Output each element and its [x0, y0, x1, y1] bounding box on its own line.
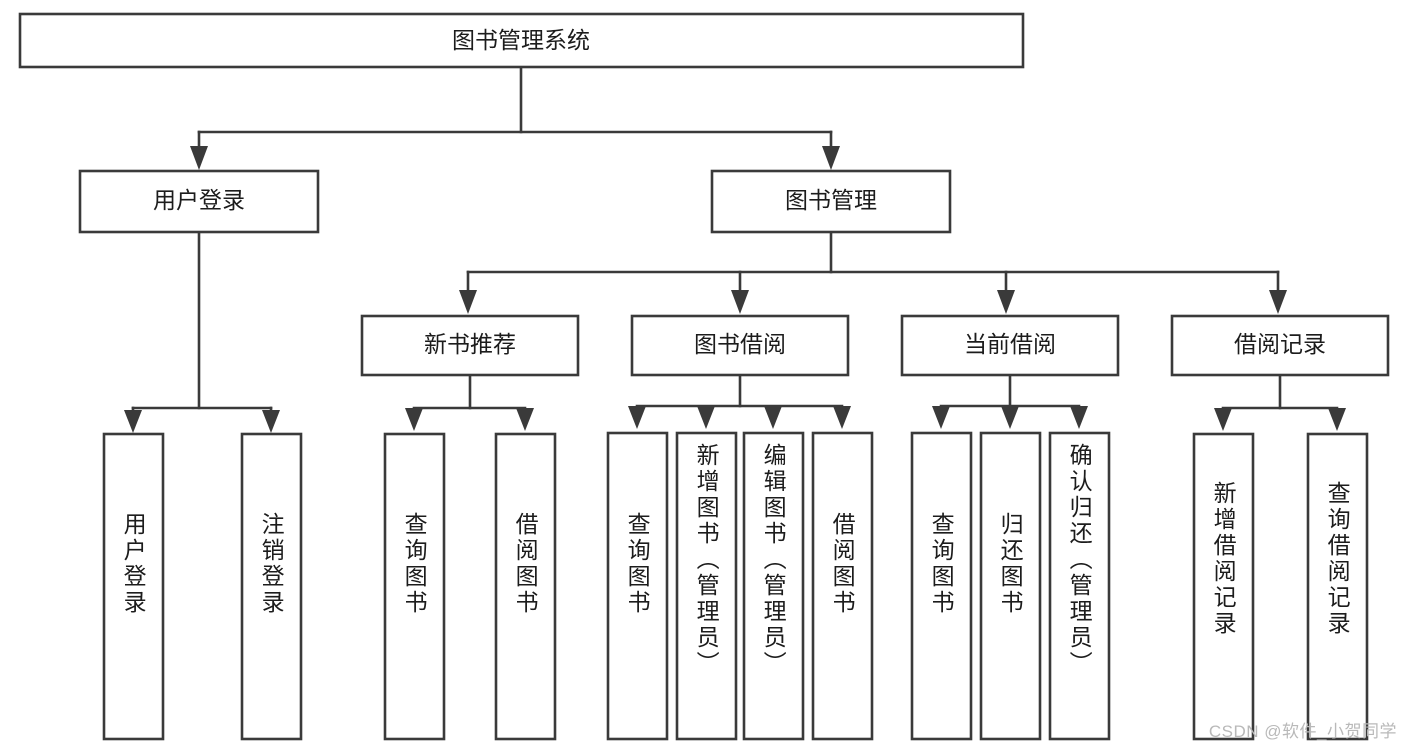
arrow-head-icon: [459, 290, 477, 314]
arrow-head-icon: [1070, 406, 1088, 429]
node-root-label: 图书管理系统: [452, 27, 590, 53]
node-leaf-return-book-box[interactable]: [979, 431, 1042, 741]
arrow-head-icon: [1269, 290, 1287, 314]
arrow-head-icon: [190, 146, 208, 170]
connector-group: [124, 65, 1346, 433]
arrow-head-icon: [997, 290, 1015, 314]
arrow-head-icon: [262, 410, 280, 433]
node-borrow-record-label: 借阅记录: [1234, 331, 1326, 357]
node-new-book-recommend-label: 新书推荐: [424, 331, 516, 357]
node-leaf-borrow-book-2-box[interactable]: [811, 431, 874, 741]
node-user-login[interactable]: 用户登录: [78, 169, 320, 234]
node-borrow-record-box[interactable]: [1170, 314, 1390, 377]
arrow-head-icon: [1214, 408, 1232, 431]
node-leaf-logout-box[interactable]: [240, 432, 303, 741]
node-root-box[interactable]: [18, 12, 1025, 69]
node-new-book-recommend[interactable]: 新书推荐: [360, 314, 580, 377]
arrow-head-icon: [697, 406, 715, 429]
node-book-borrow-label: 图书借阅: [694, 331, 786, 357]
arrow-head-icon: [764, 406, 782, 429]
node-user-login-box[interactable]: [78, 169, 320, 234]
node-book-borrow-box[interactable]: [630, 314, 850, 377]
arrow-head-icon: [516, 408, 534, 431]
arrow-head-icon: [731, 290, 749, 314]
arrow-head-icon: [932, 406, 950, 429]
node-current-borrow-label: 当前借阅: [964, 331, 1056, 357]
arrow-head-icon: [1328, 408, 1346, 431]
node-leaf-borrow-book-1-box[interactable]: [494, 432, 557, 741]
node-book-manage-box[interactable]: [710, 169, 952, 234]
node-leaf-query-book-1-box[interactable]: [383, 432, 446, 741]
arrow-head-icon: [628, 406, 646, 429]
node-leaf-user-login-box[interactable]: [102, 432, 165, 741]
node-borrow-record[interactable]: 借阅记录: [1170, 314, 1390, 377]
node-leaf-query-book-3-box[interactable]: [910, 431, 973, 741]
arrow-head-icon: [833, 406, 851, 429]
node-current-borrow[interactable]: 当前借阅: [900, 314, 1120, 377]
arrow-head-icon: [405, 408, 423, 431]
node-book-manage-label: 图书管理: [785, 187, 877, 213]
arrow-head-icon: [124, 410, 142, 433]
node-leaf-query-book-2-box[interactable]: [606, 431, 669, 741]
node-current-borrow-box[interactable]: [900, 314, 1120, 377]
node-user-login-label: 用户登录: [153, 187, 245, 213]
csdn-watermark: CSDN @软件_小贺同学: [1208, 722, 1397, 741]
node-leaf-edit-book-box[interactable]: [742, 431, 805, 741]
node-root[interactable]: 图书管理系统: [18, 12, 1025, 69]
node-leaf-add-book-box[interactable]: [675, 431, 738, 741]
arrow-head-icon: [822, 146, 840, 170]
node-leaf-confirm-return-box[interactable]: [1048, 431, 1111, 741]
arrow-head-icon: [1001, 406, 1019, 429]
node-new-book-recommend-box[interactable]: [360, 314, 580, 377]
node-leaf-add-record-box[interactable]: [1192, 432, 1255, 741]
node-book-borrow[interactable]: 图书借阅: [630, 314, 850, 377]
node-leaf-query-record-box[interactable]: [1306, 432, 1369, 741]
node-book-manage[interactable]: 图书管理: [710, 169, 952, 234]
